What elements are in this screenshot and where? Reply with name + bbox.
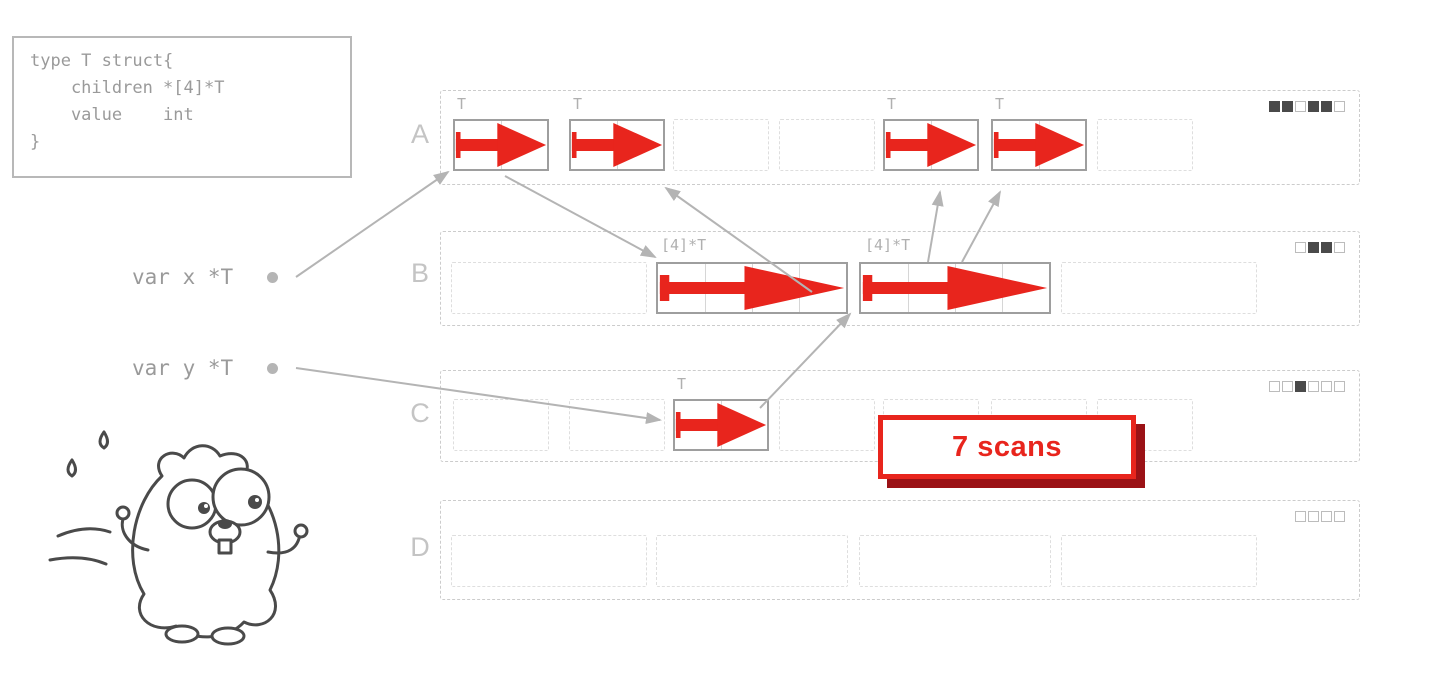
var-x-label: var x *T xyxy=(132,265,279,289)
heap-array-object-scanned xyxy=(859,262,1051,314)
empty-slot xyxy=(656,535,848,587)
span-label-D: D xyxy=(410,532,430,562)
eye-glint xyxy=(255,498,259,502)
empty-slot xyxy=(1061,262,1257,314)
empty-slot xyxy=(673,119,769,171)
heap-array-object-scanned xyxy=(656,262,848,314)
gopher-pupil xyxy=(198,502,210,514)
empty-slot xyxy=(569,399,665,451)
bitmap-cell-empty xyxy=(1321,511,1332,522)
mark-bitmap xyxy=(1269,101,1345,112)
object-type-label: [4]*T xyxy=(865,236,911,254)
bitmap-cell-marked xyxy=(1321,242,1332,253)
scan-arrow-icon xyxy=(885,123,977,167)
heap-object-scanned xyxy=(453,119,549,171)
gopher-pupil xyxy=(248,495,262,509)
empty-slot xyxy=(779,399,875,451)
bitmap-cell-marked xyxy=(1269,101,1280,112)
bitmap-cell-empty xyxy=(1334,101,1345,112)
bitmap-cell-marked xyxy=(1295,381,1306,392)
gopher-foot xyxy=(164,624,200,644)
gopher-illustration xyxy=(48,430,309,646)
gopher-eye xyxy=(211,467,271,527)
motion-line xyxy=(56,527,112,538)
bitmap-cell-empty xyxy=(1295,511,1306,522)
empty-slot xyxy=(451,262,647,314)
object-type-label: T xyxy=(573,95,583,113)
empty-slot xyxy=(779,119,875,171)
span-label-A: A xyxy=(410,119,429,149)
heap-object-scanned xyxy=(673,399,769,451)
empty-slot xyxy=(859,535,1051,587)
object-type-label: T xyxy=(887,95,897,113)
bitmap-cell-marked xyxy=(1308,101,1319,112)
scan-arrow-icon xyxy=(862,266,1048,310)
empty-slot xyxy=(1061,535,1257,587)
gopher-eye xyxy=(166,478,218,530)
eye-glint xyxy=(204,504,208,508)
gopher-foot xyxy=(210,626,246,646)
empty-slot xyxy=(453,399,549,451)
scan-arrow-icon xyxy=(571,123,663,167)
bitmap-cell-empty xyxy=(1282,381,1293,392)
span-label-B: B xyxy=(410,258,429,288)
var-y-text: var y *T xyxy=(132,356,234,380)
mark-bitmap xyxy=(1295,242,1345,253)
var-x-pointer-dot xyxy=(267,271,279,283)
span-row-B: [4]*T [4]*T xyxy=(440,231,1360,326)
sweat-drop-icon xyxy=(66,458,77,478)
empty-slot xyxy=(451,535,647,587)
span-row-D xyxy=(440,500,1360,600)
type-definition-code-box: type T struct{ children *[4]*T value int… xyxy=(12,36,352,178)
bitmap-cell-marked xyxy=(1308,242,1319,253)
empty-slot xyxy=(1097,119,1193,171)
scan-arrow-icon xyxy=(455,123,547,167)
var-y-label: var y *T xyxy=(132,356,279,380)
code-line: type T struct{ xyxy=(30,51,174,71)
mark-bitmap xyxy=(1295,511,1345,522)
bitmap-cell-empty xyxy=(1295,242,1306,253)
code-line: children *[4]*T xyxy=(30,78,225,98)
scan-count-text: 7 scans xyxy=(952,430,1062,463)
motion-line xyxy=(48,556,108,566)
heap-object-scanned xyxy=(991,119,1087,171)
object-type-label: T xyxy=(677,375,687,393)
span-row-A: T T T T xyxy=(440,90,1360,185)
gopher-paw xyxy=(293,523,309,539)
bitmap-cell-empty xyxy=(1308,381,1319,392)
scan-arrow-icon xyxy=(659,266,845,310)
scan-arrow-icon xyxy=(993,123,1085,167)
code-line: } xyxy=(30,132,41,152)
sweat-drop-icon xyxy=(98,430,109,450)
bitmap-cell-empty xyxy=(1334,242,1345,253)
var-x-text: var x *T xyxy=(132,265,234,289)
scan-count-badge: 7 scans xyxy=(878,415,1136,479)
object-type-label: T xyxy=(995,95,1005,113)
bitmap-cell-empty xyxy=(1334,511,1345,522)
span-label-C: C xyxy=(410,398,430,428)
mark-bitmap xyxy=(1269,381,1345,392)
gopher-paw xyxy=(115,505,131,521)
gopher-tooth xyxy=(217,538,233,555)
bitmap-cell-empty xyxy=(1321,381,1332,392)
bitmap-cell-empty xyxy=(1295,101,1306,112)
code-line: value int xyxy=(30,105,194,125)
bitmap-cell-empty xyxy=(1334,381,1345,392)
bitmap-cell-empty xyxy=(1308,511,1319,522)
heap-object-scanned xyxy=(569,119,665,171)
object-type-label: [4]*T xyxy=(661,236,707,254)
scan-arrow-icon xyxy=(675,403,767,447)
object-type-label: T xyxy=(457,95,467,113)
var-y-pointer-dot xyxy=(267,362,279,374)
gopher-nose xyxy=(218,519,232,529)
bitmap-cell-marked xyxy=(1282,101,1293,112)
bitmap-cell-empty xyxy=(1269,381,1280,392)
bitmap-cell-marked xyxy=(1321,101,1332,112)
heap-object-scanned xyxy=(883,119,979,171)
